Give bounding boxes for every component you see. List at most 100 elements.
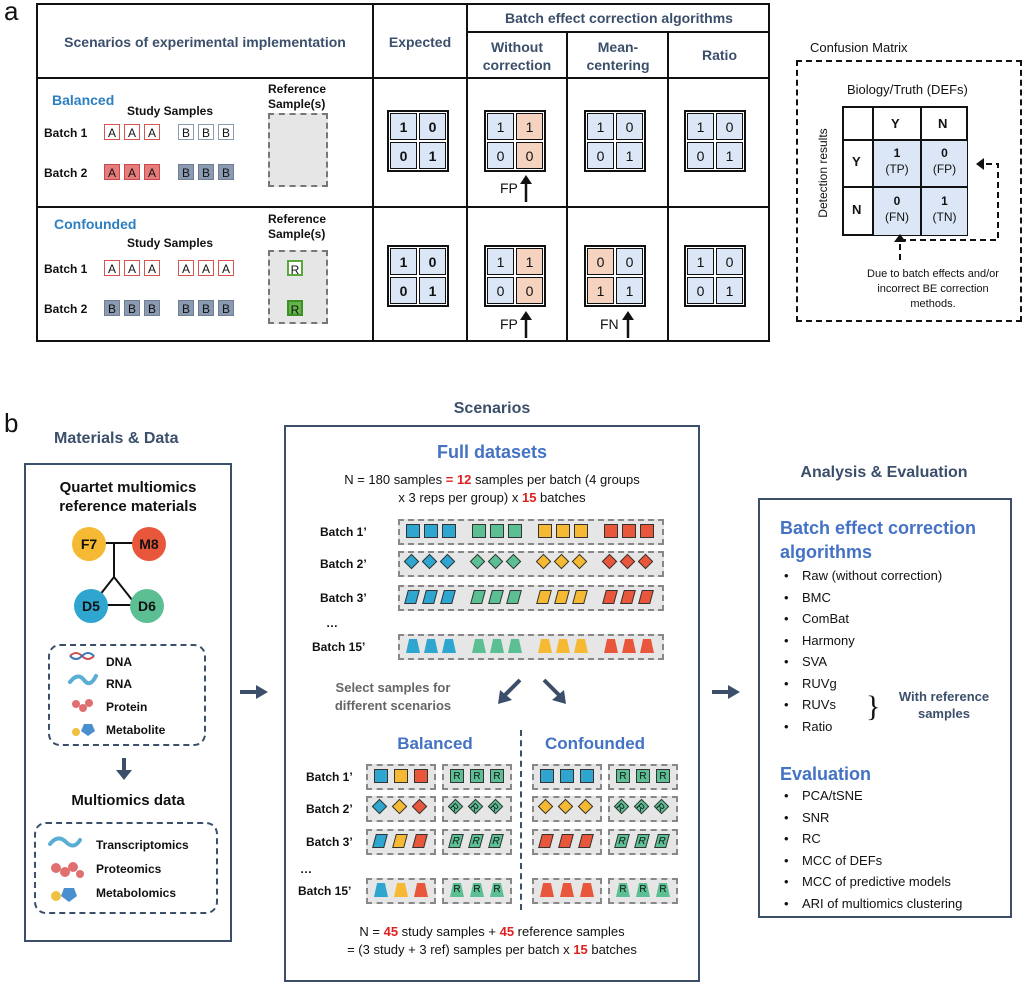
omics-rna: RNA (106, 677, 132, 691)
sample-shape (604, 639, 618, 653)
sample-box: B (178, 164, 194, 180)
node-d5: D5 (74, 589, 108, 623)
sample-shape (374, 883, 388, 897)
sample-shape: R (450, 769, 464, 783)
matrix-cell: 0 (419, 248, 446, 275)
cell-tp: 1(TP) (885, 146, 909, 176)
sample-shape (472, 524, 486, 538)
grid-line (842, 186, 968, 188)
sample-shape (406, 639, 420, 653)
confusion-title: Confusion Matrix (810, 40, 908, 55)
col-n: N (938, 116, 948, 131)
matrix-cell: 0 (487, 277, 514, 304)
sample-shape (424, 524, 438, 538)
sample-shape (406, 524, 420, 538)
algorithm-item: ComBat (802, 611, 849, 626)
bullet: • (784, 632, 789, 648)
algorithm-item: RUVg (802, 675, 837, 691)
bullet: • (784, 831, 789, 846)
study-samples-label: Study Samples (127, 236, 214, 250)
matrix-cell: 1 (390, 248, 417, 275)
data-metabolomics: Metabolomics (96, 886, 177, 900)
matrix-cell: 0 (487, 142, 514, 169)
sample-box: B (124, 300, 140, 316)
node-f7: F7 (72, 527, 106, 561)
omics-metabolite: Metabolite (106, 723, 166, 737)
matrix-cell: 0 (687, 142, 714, 169)
matrix-cell: 0 (616, 113, 643, 140)
bottom-line1: N = 45 study samples + 45 reference samp… (359, 924, 625, 939)
batch-1-label: Batch 1 (44, 262, 88, 276)
full-datasets-line2: x 3 reps per group) x 15 batches (398, 490, 586, 505)
brace-icon: } (866, 690, 881, 723)
sample-shape (604, 524, 618, 538)
sample-shape (580, 883, 594, 897)
sample-shape: R (656, 769, 670, 783)
sample-shape: R (470, 883, 484, 897)
sample-box: R (287, 260, 303, 277)
reference-label: Reference Sample(s) (268, 82, 327, 111)
bullet: • (784, 788, 789, 803)
col-y: Y (891, 116, 900, 131)
bullet: • (784, 589, 789, 605)
matrix-cell: 0 (516, 277, 543, 304)
sample-shape: R (656, 883, 670, 897)
sample-shape (414, 883, 428, 897)
evaluation-item: ARI of multiomics clustering (802, 895, 963, 911)
up-arrow-icon (520, 175, 532, 202)
down-arrow-icon (116, 758, 132, 780)
matrix-cell: 0 (587, 142, 614, 169)
study-samples-label: Study Samples (127, 104, 214, 118)
header-scenarios: Scenarios of experimental implementation (64, 34, 346, 50)
bullet: • (784, 611, 789, 626)
sample-box: B (104, 300, 120, 316)
confusion-grid (842, 106, 968, 236)
matrix-cell: 0 (390, 277, 417, 304)
sample-shape (540, 769, 554, 783)
sample-box: B (178, 300, 194, 316)
sample-shape: R (616, 883, 630, 897)
bullet: • (784, 675, 789, 691)
omics-icons (68, 652, 98, 736)
sample-shape (442, 639, 456, 653)
down-left-arrow-icon (498, 678, 522, 704)
sample-box: A (104, 260, 120, 276)
batch-label: Batch 3’ (320, 591, 367, 605)
cell-fn: 0(FN) (885, 194, 909, 224)
cell-bg (874, 188, 920, 235)
omics-group (48, 644, 206, 746)
batch-label: Batch 15’ (312, 640, 366, 654)
sample-shape (508, 524, 522, 538)
sample-shape (414, 769, 428, 783)
sample-shape (556, 524, 570, 538)
materials-title: Materials & Data (54, 430, 179, 447)
select-samples-text: Select samples for different scenarios (334, 680, 452, 713)
fn-label: FN (600, 316, 619, 332)
matrix-cell: 0 (716, 113, 743, 140)
sample-shape (622, 524, 636, 538)
batch-2-label: Batch 2 (44, 166, 88, 180)
batch-label: Batch 3’ (306, 835, 353, 849)
sample-shape (490, 639, 504, 653)
header-expected: Expected (388, 34, 452, 50)
batch-1-label: Batch 1 (44, 126, 88, 140)
reference-label: Reference Sample(s) (268, 212, 327, 241)
materials-panel (24, 463, 232, 942)
sample-box: A (218, 260, 234, 276)
sample-shape (640, 524, 654, 538)
right-arrow-icon (712, 685, 740, 699)
right-arrow-icon (240, 685, 268, 699)
balanced-heading: Balanced (397, 734, 473, 753)
ellipsis: … (326, 616, 338, 630)
fp-label: FP (500, 180, 518, 196)
bullet: • (784, 852, 789, 868)
sample-box: B (198, 124, 214, 140)
data-type-icons (48, 836, 84, 902)
table-divider (372, 3, 374, 342)
algorithm-item: Ratio (802, 718, 833, 734)
sample-box: A (144, 260, 160, 276)
header-ratio: Ratio (702, 47, 737, 63)
matrix-cell: 0 (616, 248, 643, 275)
